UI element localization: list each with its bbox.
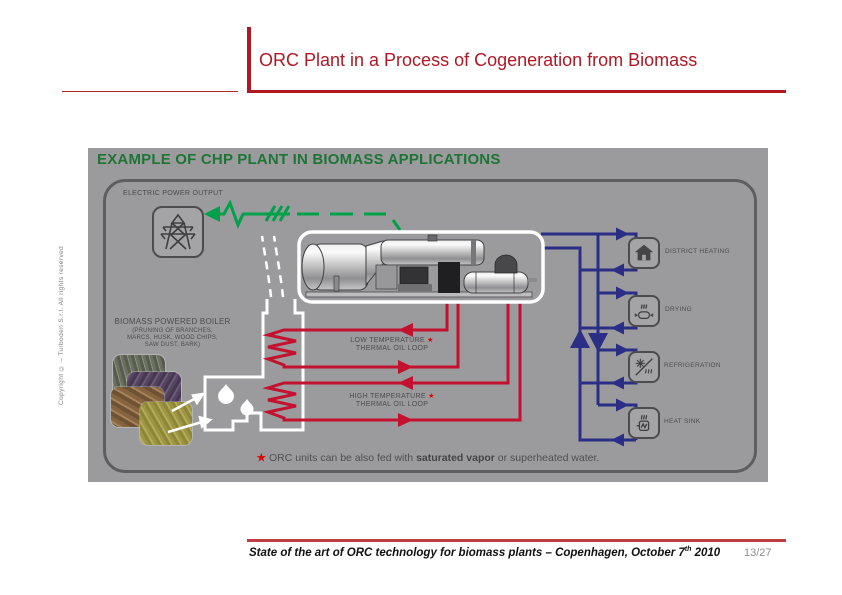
district-heating-label: DISTRICT HEATING xyxy=(665,248,730,255)
drying-label: DRYING xyxy=(665,306,692,313)
pylon-icon xyxy=(160,213,196,250)
footnote: ★ ORC units can be also fed with saturat… xyxy=(256,452,600,464)
page-title: ORC Plant in a Process of Cogeneration f… xyxy=(259,50,698,70)
district-heating-box xyxy=(628,237,660,269)
high-temp-loop-label: HIGH TEMPERATURE ★ THERMAL OIL LOOP xyxy=(349,393,435,409)
heat-sink-box xyxy=(628,407,660,439)
footer-text: State of the art of ORC technology for b… xyxy=(249,546,721,559)
refrigeration-label: REFRIGERATION xyxy=(664,362,721,369)
dryer-icon xyxy=(634,304,654,319)
biomass-boiler-label: BIOMASS POWERED BOILER xyxy=(114,317,231,326)
drying-box xyxy=(628,295,660,327)
footnote-star-icon: ★ xyxy=(428,393,435,400)
refrigeration-box xyxy=(628,351,660,383)
diagram-header: EXAMPLE OF CHP PLANT IN BIOMASS APPLICAT… xyxy=(97,151,501,168)
title-accent-bar xyxy=(247,27,251,93)
refrigeration-icon xyxy=(635,358,653,376)
footnote-star-icon: ★ xyxy=(256,452,267,464)
title-rule-left xyxy=(62,91,238,92)
biomass-boiler-sublabel: (PRUNING OF BRANCHES, MARCS, HUSK, WOOD … xyxy=(127,328,218,349)
diagram-border xyxy=(103,179,757,473)
heat-sink-label: HEAT SINK xyxy=(664,418,701,425)
title-rule xyxy=(247,90,786,93)
low-temp-loop-label: LOW TEMPERATURE ★ THERMAL OIL LOOP xyxy=(350,337,434,353)
footnote-star-icon: ★ xyxy=(427,337,434,344)
power-grid-box xyxy=(152,206,204,258)
copyright-text: Copyright © – Turboden S.r.l. All rights… xyxy=(58,245,65,405)
biomass-photo-sawdust xyxy=(140,402,192,445)
heat-sink-icon xyxy=(636,414,650,431)
footer-rule xyxy=(247,539,786,542)
page-number: 13/27 xyxy=(744,547,772,559)
electric-power-output-label: ELECTRIC POWER OUTPUT xyxy=(123,190,224,197)
house-icon xyxy=(634,244,654,261)
